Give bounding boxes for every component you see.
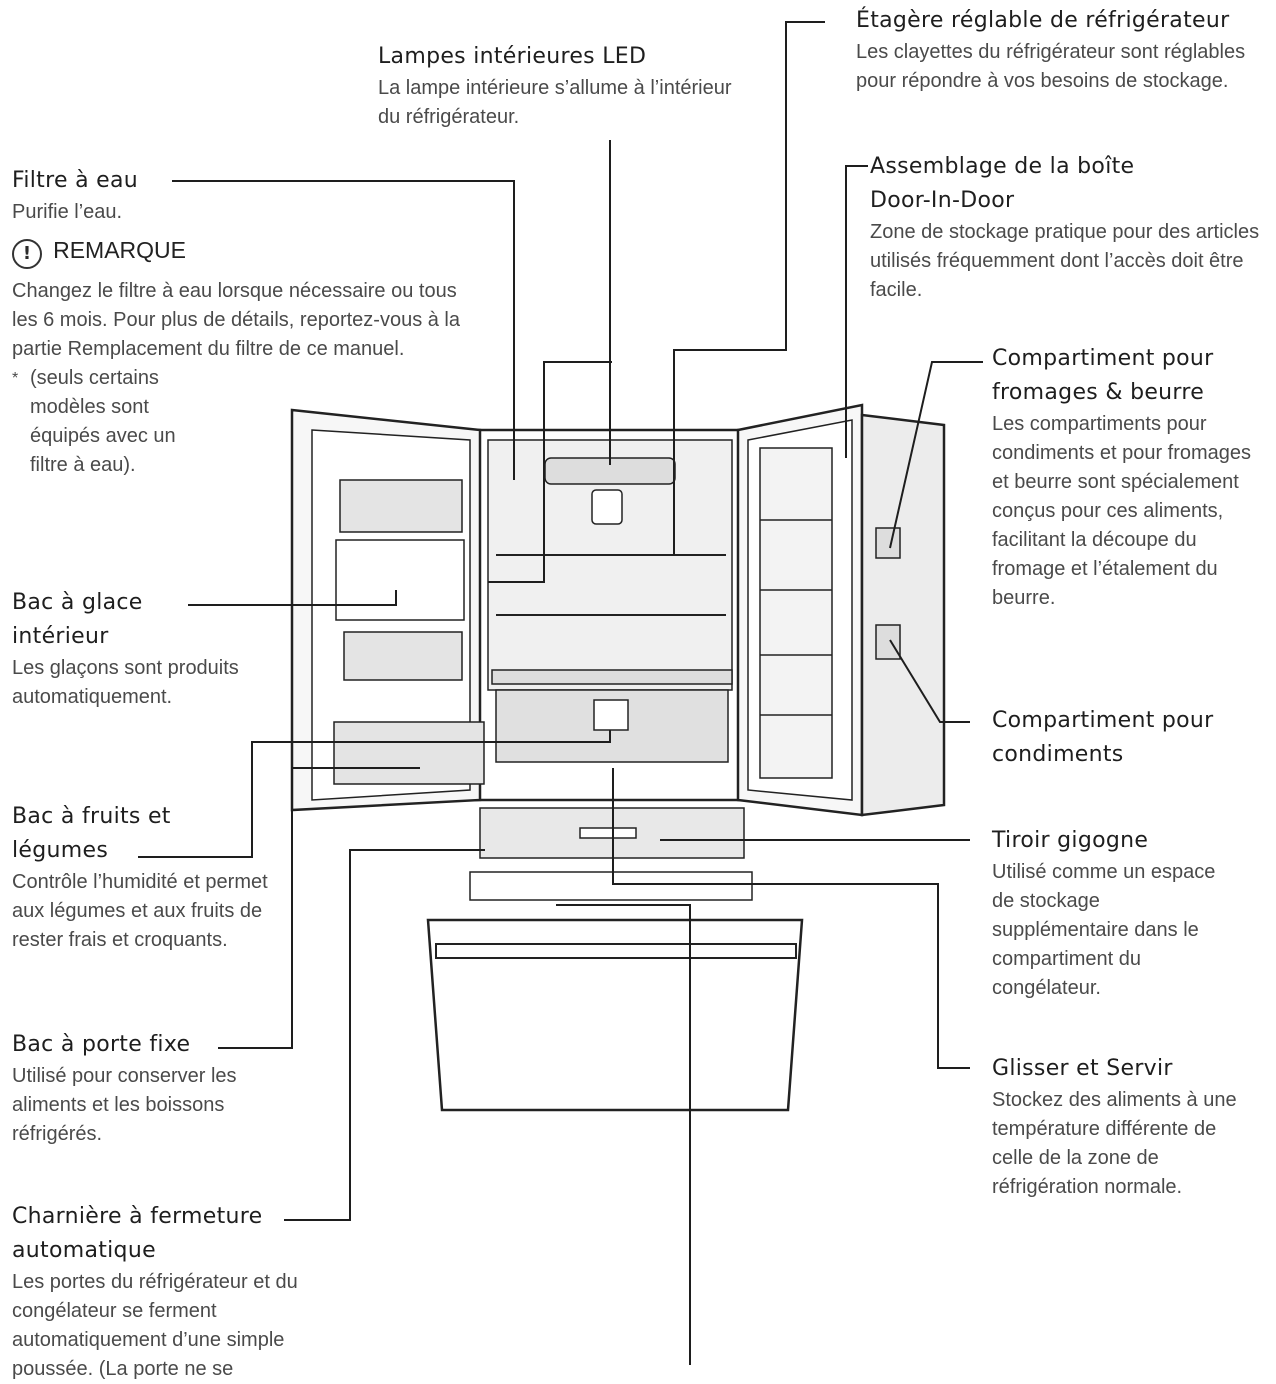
door-in-door-title-2: Door-In-Door — [870, 188, 1015, 213]
label-shelf: Étagère réglable de réfrigérateur Les cl… — [856, 4, 1256, 96]
shelf-title: Étagère réglable de réfrigérateur — [856, 8, 1230, 33]
label-condiments: Compartiment pour condiments — [992, 704, 1262, 772]
label-glide: Glisser et Servir Stockez des aliments à… — [992, 1052, 1242, 1202]
drawer-title: Tiroir gigogne — [992, 828, 1149, 853]
crisper-divider — [593, 699, 629, 731]
water-filter-desc: Purifie l’eau. — [12, 201, 123, 223]
door-in-door-box — [759, 447, 833, 779]
freezer-handle — [435, 943, 797, 959]
glide-desc: Stockez des aliments à une température d… — [992, 1089, 1237, 1198]
hinge-title-1: Charnière à fermeture — [12, 1204, 263, 1229]
crisper-title-2: légumes — [12, 838, 109, 863]
note-heading: REMARQUE — [53, 237, 186, 263]
crisper-title-1: Bac à fruits et — [12, 804, 171, 829]
door-bin-upper — [339, 479, 463, 533]
leader-lines — [138, 21, 983, 1365]
warning-icon: ! — [12, 238, 42, 269]
label-led: Lampes intérieures LED La lampe intérieu… — [378, 40, 738, 132]
condiment-compartment — [875, 624, 901, 660]
door-in-door-desc: Zone de stockage pratique pour des artic… — [870, 221, 1260, 301]
freezer-drawer — [426, 918, 804, 1112]
leader-door-in-door — [845, 165, 868, 458]
cheese-compartment — [875, 527, 901, 559]
glide-serve-handle — [579, 827, 637, 839]
shelf-bottom — [491, 669, 733, 685]
cheese-title-1: Compartiment pour — [992, 346, 1214, 371]
door-bin-middle — [343, 631, 463, 681]
door-bin-desc: Utilisé pour conserver les aliments et l… — [12, 1065, 237, 1145]
leader-led-2 — [488, 361, 612, 583]
leader-glide — [612, 768, 970, 1069]
right-door-back — [860, 413, 946, 817]
refrigerator-illustration — [290, 403, 946, 1112]
label-drawer: Tiroir gigogne Utilisé comme un espace d… — [992, 824, 1242, 1003]
label-door-in-door: Assemblage de la boîte Door-In-Door Zone… — [870, 150, 1260, 305]
label-cheese: Compartiment pour fromages & beurre Les … — [992, 342, 1272, 613]
leader-condiments — [889, 639, 970, 723]
drawer-desc: Utilisé comme un espace de stockage supp… — [992, 861, 1216, 999]
hinge-title-2: automatique — [12, 1238, 156, 1263]
shelf-desc: Les clayettes du réfrigérateur sont régl… — [856, 41, 1246, 92]
leader-ice-bin — [188, 590, 397, 606]
led-title: Lampes intérieures LED — [378, 44, 647, 69]
ice-bin-title-2: intérieur — [12, 624, 109, 649]
leader-shelf — [673, 21, 825, 555]
label-door-bin: Bac à porte fixe Utilisé pour conserver … — [12, 1028, 292, 1149]
crisper-desc: Contrôle l’humidité et permet aux légume… — [12, 871, 268, 951]
note-text: Changez le filtre à eau lorsque nécessai… — [12, 279, 460, 360]
ice-bin-title-1: Bac à glace — [12, 590, 143, 615]
leader-crisper — [138, 730, 611, 858]
note-box: ! REMARQUE — [12, 237, 472, 269]
cheese-title-2: fromages & beurre — [992, 380, 1205, 405]
door-bin-title: Bac à porte fixe — [12, 1032, 191, 1057]
leader-hinge — [284, 849, 485, 1221]
led-desc: La lampe intérieure s’allume à l’intérie… — [378, 77, 732, 128]
label-water-filter: Filtre à eau Purifie l’eau. ! REMARQUE C… — [12, 164, 472, 480]
water-dispenser — [591, 489, 623, 525]
label-crisper: Bac à fruits et légumes Contrôle l’humid… — [12, 800, 272, 955]
door-in-door-title-1: Assemblage de la boîte — [870, 154, 1135, 179]
glide-title: Glisser et Servir — [992, 1056, 1173, 1081]
freezer-tray — [469, 871, 753, 901]
cheese-desc: Les compartiments pour condiments et pou… — [992, 413, 1252, 609]
water-filter-title: Filtre à eau — [12, 168, 139, 193]
leader-water-filter — [172, 180, 515, 480]
leader-freezer — [556, 904, 691, 1365]
ice-bin — [335, 539, 465, 621]
label-hinge: Charnière à fermeture automatique Les po… — [12, 1200, 352, 1384]
ice-bin-desc: Les glaçons sont produits automatiquemen… — [12, 657, 239, 708]
leader-cheese — [889, 361, 983, 549]
note-footnote: (seuls certains modèles sont équipés ave… — [30, 366, 176, 476]
note-footnote-row: * (seuls certains modèles sont équipés a… — [12, 364, 212, 480]
condiments-title-2: condiments — [992, 742, 1124, 767]
leader-door-bin — [218, 767, 420, 1049]
condiments-title-1: Compartiment pour — [992, 708, 1214, 733]
door-bin-lower — [333, 721, 485, 785]
note-asterisk: * — [12, 369, 19, 387]
label-ice-bin: Bac à glace intérieur Les glaçons sont p… — [12, 586, 292, 712]
